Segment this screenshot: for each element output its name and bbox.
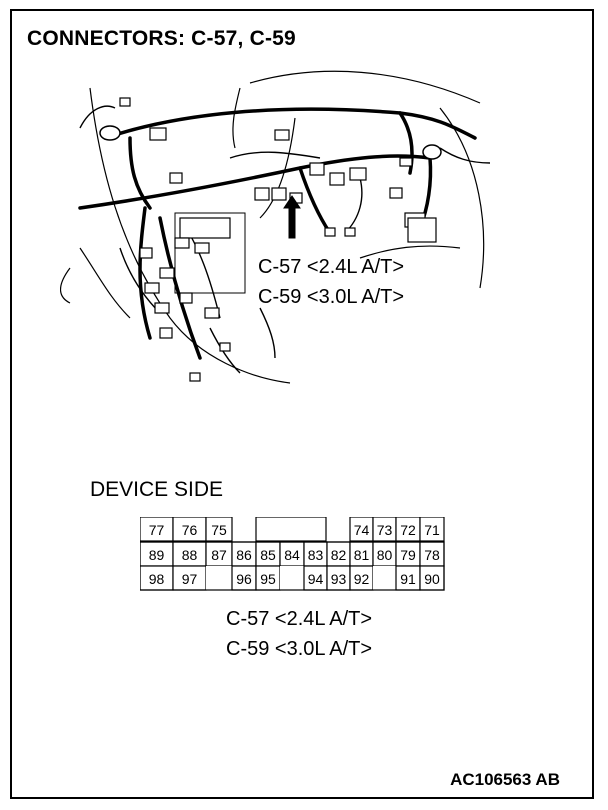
pin-cell xyxy=(206,566,232,590)
pin-number: 75 xyxy=(211,522,227,538)
pin-number: 83 xyxy=(308,547,324,563)
connector-key xyxy=(255,517,327,542)
diagram-title: CONNECTORS: C-57, C-59 xyxy=(27,27,296,50)
pin-number: 95 xyxy=(260,571,276,587)
pin-cell xyxy=(280,566,304,590)
callout-bottom-line2: C-59 <3.0L A/T> xyxy=(226,638,373,660)
callout-top-line1: C-57 <2.4L A/T> xyxy=(258,256,405,278)
figure-id: AC106563 AB xyxy=(450,770,560,789)
pin-number: 81 xyxy=(354,547,370,563)
pin-number: 86 xyxy=(236,547,252,563)
pin-number: 73 xyxy=(377,522,393,538)
pin-number: 71 xyxy=(424,522,440,538)
pin-number: 90 xyxy=(424,571,440,587)
pin-cell xyxy=(205,517,233,542)
pin-cell xyxy=(172,517,207,542)
pin-number: 97 xyxy=(182,571,198,587)
pin-cell xyxy=(419,565,445,591)
pin-cell xyxy=(172,541,207,567)
pin-number: 77 xyxy=(149,522,165,538)
pin-cell xyxy=(255,565,281,591)
pin-number: 88 xyxy=(182,547,198,563)
connector-callout-top: C-57 <2.4L A/T> C-59 <3.0L A/T> xyxy=(258,252,404,312)
pin-cell xyxy=(395,541,421,567)
device-side-label: DEVICE SIDE xyxy=(90,478,224,501)
pin-cell xyxy=(373,566,396,590)
connector-pin-layout: 77 76 75 74 73 72 71 89 88 87 86 85 84 83 82 81 80 79 78 98… xyxy=(140,517,445,591)
diagram-frame xyxy=(10,9,594,799)
connector-callout-bottom: C-57 <2.4L A/T> C-59 <3.0L A/T> xyxy=(226,604,372,664)
wiring-harness-illustration xyxy=(60,70,491,384)
pin-number: 80 xyxy=(377,547,393,563)
pin-cell xyxy=(419,517,445,542)
pin-cell xyxy=(255,541,281,567)
pin-cell xyxy=(140,517,174,542)
pin-number: 89 xyxy=(149,547,165,563)
pin-number: 91 xyxy=(400,571,416,587)
pin-number: 96 xyxy=(236,571,252,587)
pin-cell xyxy=(395,565,421,591)
callout-top-line2: C-59 <3.0L A/T> xyxy=(258,286,405,308)
pin-number: 74 xyxy=(354,522,370,538)
pin-number: 93 xyxy=(331,571,347,587)
pin-number: 85 xyxy=(260,547,276,563)
pin-number: 94 xyxy=(308,571,324,587)
pin-number: 92 xyxy=(354,571,370,587)
pin-number: 79 xyxy=(400,547,416,563)
pin-number: 76 xyxy=(182,522,198,538)
pin-number: 72 xyxy=(400,522,416,538)
pin-cell xyxy=(419,541,445,567)
pin-cell xyxy=(172,565,207,591)
pin-number: 84 xyxy=(284,547,300,563)
pin-number: 98 xyxy=(149,571,165,587)
pin-number: 82 xyxy=(331,547,347,563)
pin-number: 87 xyxy=(211,547,227,563)
callout-bottom-line1: C-57 <2.4L A/T> xyxy=(226,608,373,630)
pin-block-outline xyxy=(140,541,445,591)
pin-number: 78 xyxy=(424,547,440,563)
